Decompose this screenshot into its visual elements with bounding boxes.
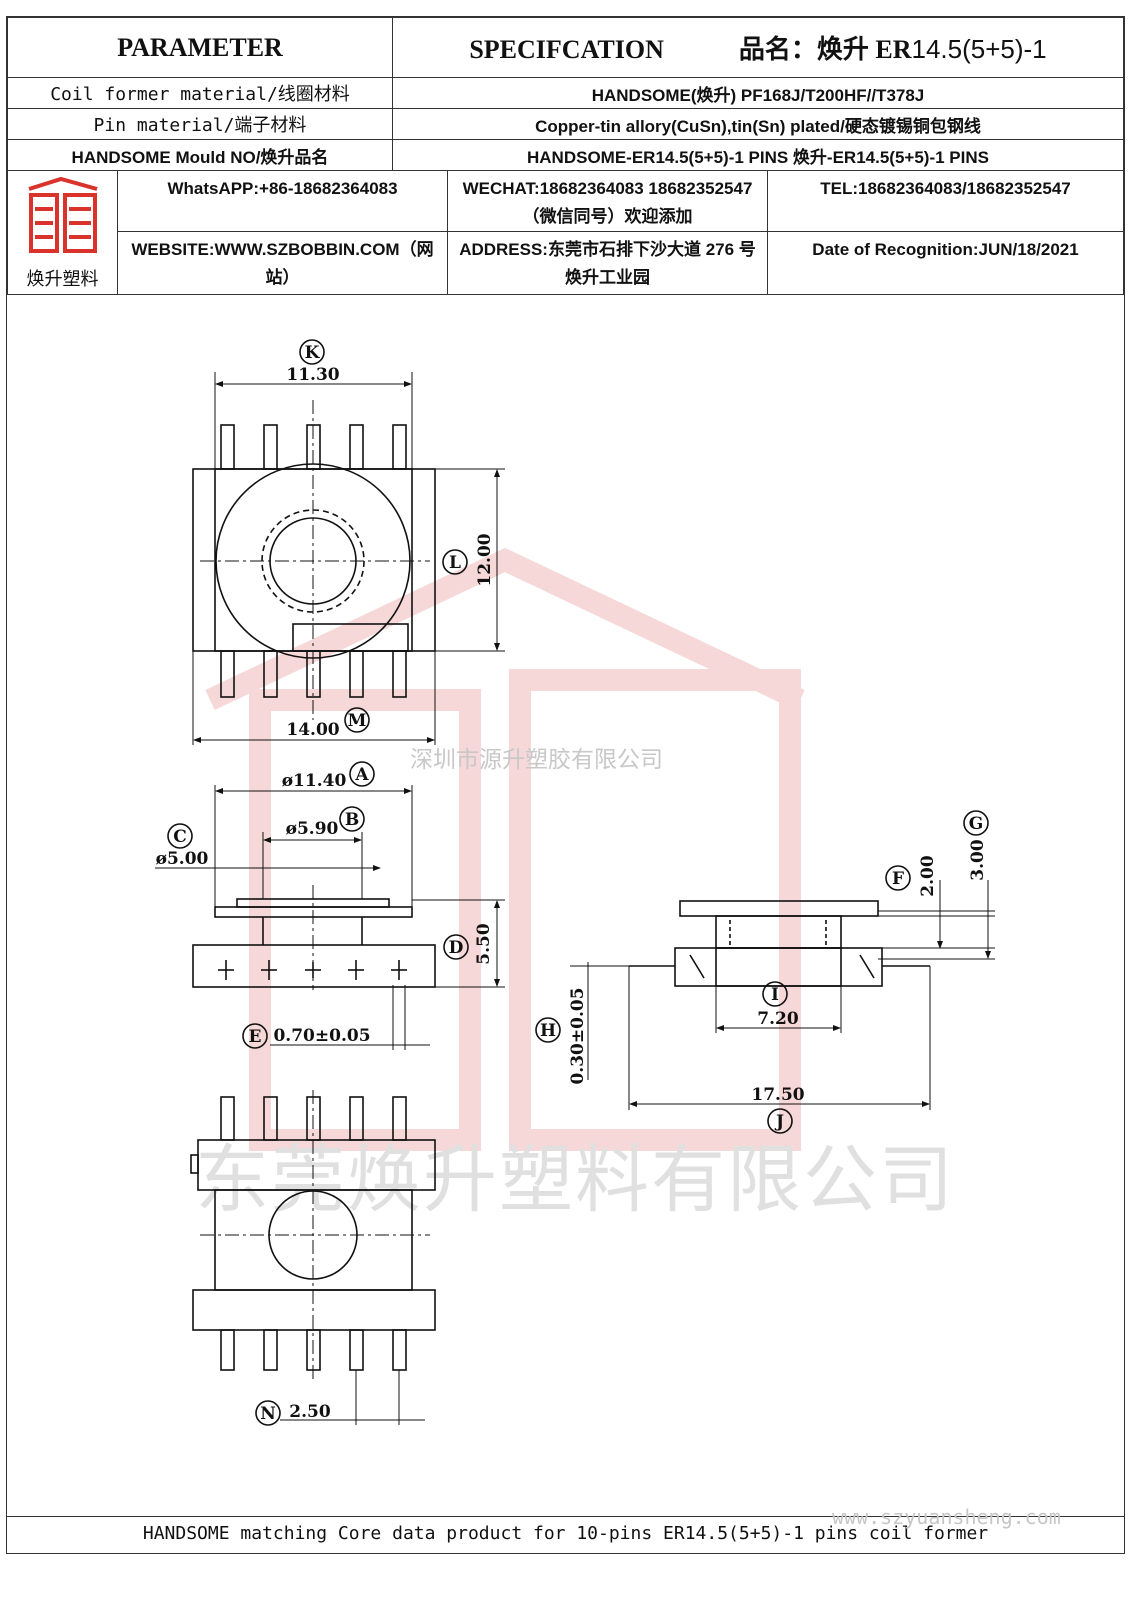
dim-a-value: ø11.40: [282, 771, 347, 791]
bottom-view: [190, 1090, 436, 1426]
site-watermark: www.szyuansheng.com: [832, 1505, 1061, 1529]
dim-m-value: 14.00: [286, 720, 339, 740]
recognition-date: Date of Recognition:JUN/18/2021: [767, 231, 1124, 295]
logo-icon: [27, 176, 98, 253]
spec-sheet: PARAMETER SPECIFCATION 品名：焕升 ER14.5(5+5)…: [6, 16, 1125, 1554]
dim-c-letter: C: [173, 827, 187, 847]
dim-k-value: 11.30: [286, 365, 339, 385]
specification-label: SPECIFCATION: [469, 35, 664, 64]
dim-n-letter: N: [260, 1404, 276, 1424]
company-watermark-small: 深圳市源升塑胶有限公司: [410, 747, 663, 773]
dim-n-value: 2.50: [289, 1402, 331, 1422]
dim-g-value: 3.00: [968, 839, 988, 881]
contact-table: 焕升塑料 WhatsAPP:+86-18682364083 WECHAT:186…: [7, 169, 1124, 295]
dim-f-letter: F: [892, 869, 904, 889]
dim-j-letter: J: [774, 1112, 784, 1132]
website-info: WEBSITE:WWW.SZBOBBIN.COM（网站）: [117, 231, 448, 295]
pin-material-label: Pin material/端子材料: [7, 108, 393, 140]
wechat-info: WECHAT:18682364083 18682352547（微信同号）欢迎添加: [447, 169, 768, 233]
address-info: ADDRESS:东莞市石排下沙大道 276 号焕升工业园: [447, 231, 768, 295]
dim-m-letter: M: [348, 711, 367, 731]
side-view: [535, 810, 995, 1134]
dim-l-letter: L: [449, 553, 461, 573]
footer-note: HANDSOME matching Core data product for …: [7, 1516, 1124, 1553]
dim-e-value: 0.70±0.05: [273, 1026, 370, 1046]
dim-l-value: 12.00: [475, 533, 495, 586]
specification-heading: SPECIFCATION 品名：焕升 ER14.5(5+5)-1: [392, 17, 1124, 78]
dim-h-letter: H: [540, 1021, 556, 1041]
dim-g-letter: G: [969, 814, 984, 834]
dim-b-value: ø5.90: [286, 819, 339, 839]
dim-k-letter: K: [305, 343, 321, 363]
dim-h-value: 0.30±0.05: [568, 987, 588, 1084]
dim-b-letter: B: [345, 810, 359, 830]
dim-d-letter: D: [449, 938, 464, 958]
dim-c-value: ø5.00: [156, 849, 209, 869]
dim-a-letter: A: [354, 765, 369, 785]
mould-no-value: HANDSOME-ER14.5(5+5)-1 PINS 焕升-ER14.5(5+…: [392, 139, 1124, 171]
front-view: [155, 761, 505, 1050]
dim-f-value: 2.00: [918, 855, 938, 897]
tel-info: TEL:18682364083/18682352547: [767, 169, 1124, 233]
dim-j-value: 17.50: [751, 1085, 804, 1105]
product-name-label: 品名：焕升 ER: [738, 35, 912, 64]
company-watermark-large: 东莞焕升塑料有限公司: [195, 1137, 955, 1223]
dim-i-value: 7.20: [757, 1009, 799, 1029]
parameter-table: PARAMETER SPECIFCATION 品名：焕升 ER14.5(5+5)…: [7, 17, 1124, 171]
company-logo: 焕升塑料: [7, 170, 118, 295]
dim-i-letter: I: [771, 985, 779, 1005]
dim-d-value: 5.50: [474, 923, 494, 965]
top-view: [192, 339, 505, 745]
whatsapp-info: WhatsAPP:+86-18682364083: [117, 169, 448, 233]
logo-name: 焕升塑料: [26, 269, 99, 290]
parameter-heading: PARAMETER: [7, 17, 393, 78]
dim-e-letter: E: [249, 1027, 262, 1047]
product-model: 14.5(5+5)-1: [911, 34, 1047, 64]
